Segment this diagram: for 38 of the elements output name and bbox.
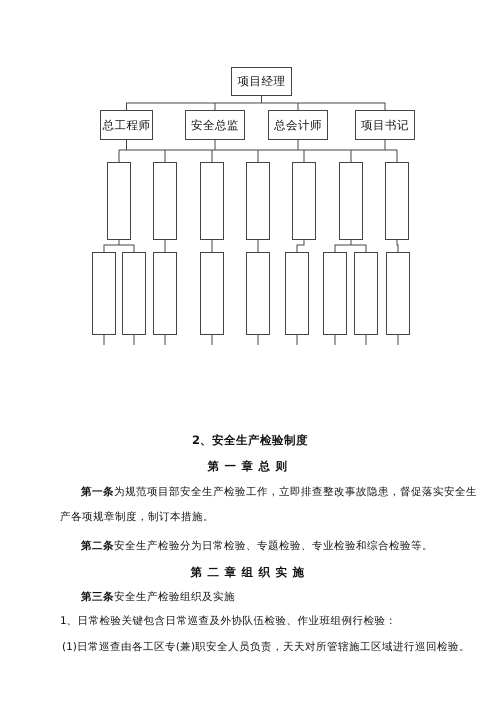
org-box [122,252,146,335]
chapter-heading: 第一章总则 [208,458,292,475]
connector-line [334,334,336,346]
org-box [200,252,224,335]
connector-line [164,240,166,252]
org-box [385,162,409,240]
org-box [339,162,363,240]
connector-line [350,240,366,252]
connector-line [164,334,166,346]
connector-line [396,240,398,252]
org-box [246,162,270,240]
org-box [285,252,309,335]
section-title: 2、安全生产检验制度 [192,432,308,449]
org-box: 项目经理 [231,67,292,96]
org-box [323,252,347,335]
org-box [92,252,116,335]
paragraph: 第三条安全生产检验组织及实施 [80,590,236,605]
org-box [153,162,177,240]
org-box [386,252,410,335]
org-box [107,162,131,240]
org-box [292,162,316,240]
org-box: 总工程师 [100,110,153,140]
connector-line [384,140,398,162]
connector-line [118,240,134,252]
org-box: 项目书记 [355,110,415,140]
paragraph: 第一条为规范项目部安全生产检验工作，立即排查整改事故隐患，督促落实安全生产各项规章制度，制订本措施。 [60,485,478,525]
org-box [153,252,177,335]
org-box: 总会计师 [268,110,328,140]
paragraph: 1、日常检验关键包含日常巡查及外协队伍检验、作业班组例行检验： [60,614,398,629]
paragraph: 第二条安全生产检验分为日常检验、专题检验、专业检验和综合检验等。 [80,539,434,554]
org-box: 安全总监 [185,110,245,140]
org-box [354,252,378,335]
org-box [200,162,224,240]
paragraph: (1)日常巡查由各工区专(兼)职安全人员负责，天天对所管辖施工区域进行巡回检验。 [62,640,472,655]
org-box [246,252,270,335]
connector-line [296,334,298,346]
chapter-heading: 第二章组织实施 [190,564,310,581]
connector-line [296,240,304,252]
